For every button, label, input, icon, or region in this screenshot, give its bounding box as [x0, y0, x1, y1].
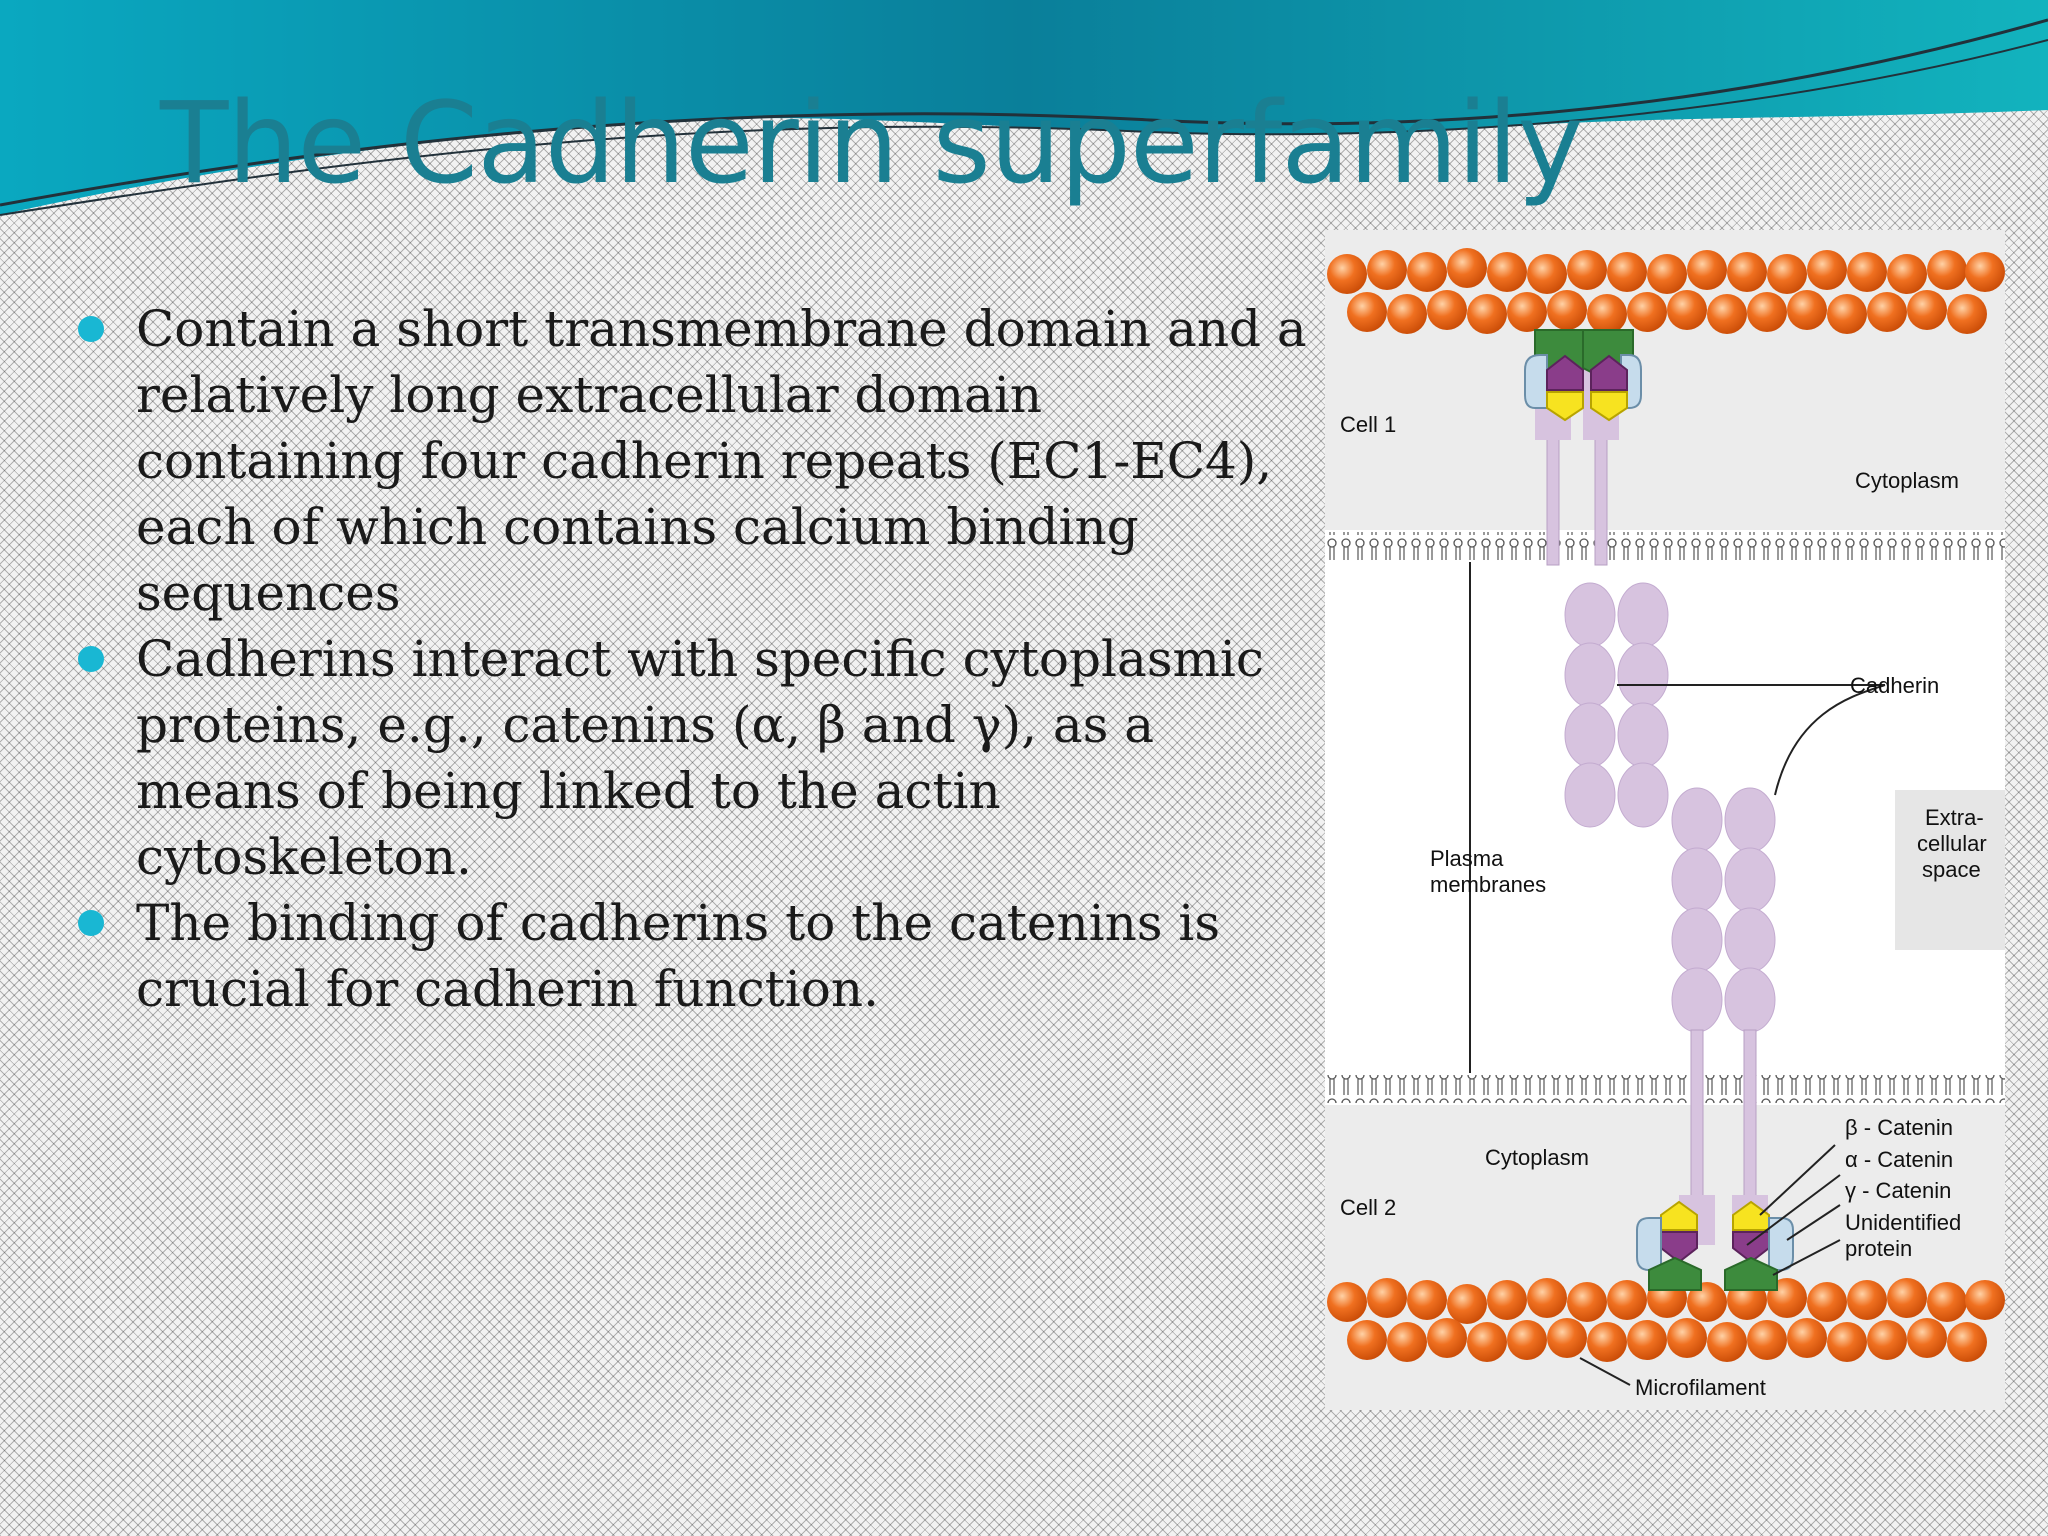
alpha-catenin-top-right	[1590, 354, 1628, 391]
extracellular-label-box	[1895, 790, 2005, 950]
beta-catenin-top-left	[1546, 391, 1584, 422]
bullet-item: The binding of cadherins to the catenins…	[70, 890, 1320, 1022]
label-protein: protein	[1845, 1236, 1912, 1261]
label-alpha-catenin: α - Catenin	[1845, 1147, 1953, 1172]
label-microfilament: Microfilament	[1635, 1375, 1766, 1400]
label-unidentified: Unidentified	[1845, 1210, 1961, 1235]
bullet-dot-icon	[78, 316, 104, 342]
microfilament-top	[1327, 248, 2005, 334]
plasma-membrane-top	[1325, 532, 2005, 560]
bullet-item: Contain a short transmembrane domain and…	[70, 296, 1320, 626]
label-cytoplasm-bottom: Cytoplasm	[1485, 1145, 1589, 1170]
bullet-text: Cadherins interact with specific cytopla…	[136, 630, 1264, 886]
cadherin-pair-cell1	[1524, 329, 1669, 828]
alpha-catenin-top-left	[1546, 354, 1584, 391]
cadherin-pair-cell2	[1636, 787, 1794, 1291]
cadherin-diagram: Cell 1 Cytoplasm Cadherin Extra- cellula…	[1325, 230, 2005, 1410]
unidentified-protein-bottom-left	[1648, 1256, 1702, 1291]
label-cytoplasm-top: Cytoplasm	[1855, 468, 1959, 493]
bullet-dot-icon	[78, 910, 104, 936]
label-cadherin: Cadherin	[1850, 673, 1939, 698]
bullet-list: Contain a short transmembrane domain and…	[70, 296, 1320, 1022]
label-membranes: membranes	[1430, 872, 1546, 897]
slide-title: The Cadherin superfamily	[160, 79, 1584, 209]
bullet-text: Contain a short transmembrane domain and…	[136, 300, 1307, 622]
unidentified-protein-bottom-right	[1724, 1256, 1778, 1291]
label-extracellular-3: space	[1922, 857, 1981, 882]
bullet-text: The binding of cadherins to the catenins…	[136, 894, 1221, 1018]
bullet-dot-icon	[78, 646, 104, 672]
label-extracellular-1: Extra-	[1925, 805, 1984, 830]
leader-lines	[1469, 562, 1886, 1386]
title-banner	[0, 0, 2048, 216]
label-gamma-catenin: γ - Catenin	[1845, 1178, 1951, 1203]
beta-catenin-top-right	[1590, 391, 1628, 422]
label-cell1: Cell 1	[1340, 412, 1396, 437]
label-plasma: Plasma	[1430, 846, 1504, 871]
label-cell2: Cell 2	[1340, 1195, 1396, 1220]
bullet-item: Cadherins interact with specific cytopla…	[70, 626, 1320, 890]
gamma-catenin-bottom-left	[1636, 1217, 1662, 1271]
label-extracellular-2: cellular	[1917, 831, 1987, 856]
gamma-catenin-top-left	[1524, 354, 1548, 409]
label-beta-catenin: β - Catenin	[1845, 1115, 1953, 1140]
plasma-membrane-bottom	[1325, 1075, 2005, 1103]
